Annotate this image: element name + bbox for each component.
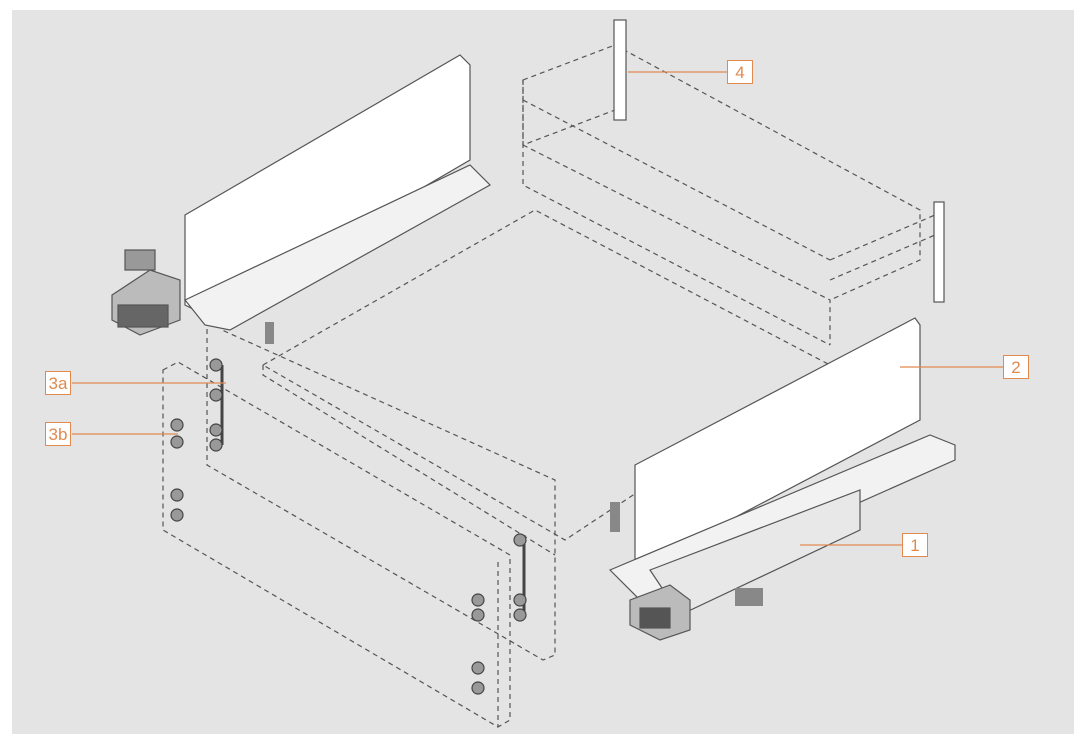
callout-1: 1 <box>902 533 928 557</box>
front-panel-outline <box>162 361 511 728</box>
inner-front-panel-outline <box>206 320 556 661</box>
callout-3b: 3b <box>45 422 71 446</box>
left-drawer-side <box>111 54 491 344</box>
front-fixing-brackets <box>170 358 527 695</box>
back-panel-outline <box>522 44 936 346</box>
bottom-panel-outline <box>261 209 832 556</box>
callout-3a: 3a <box>45 371 71 395</box>
callout-4: 4 <box>727 60 753 84</box>
leader-lines <box>72 71 1003 546</box>
rear-bracket-top <box>613 19 945 303</box>
right-drawer-side <box>608 317 956 641</box>
callout-2: 2 <box>1003 355 1029 379</box>
